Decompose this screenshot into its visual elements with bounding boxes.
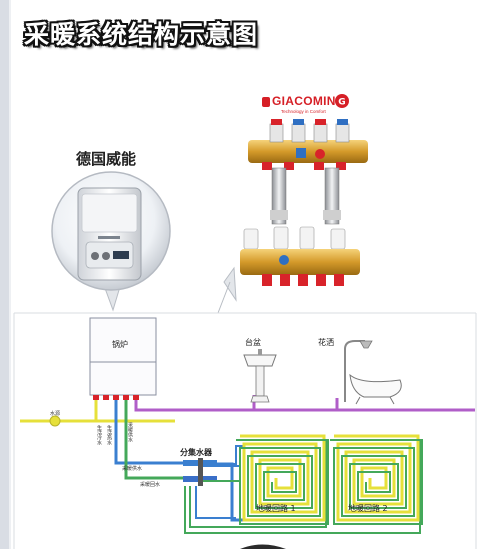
left-edge-strip-highlight	[9, 0, 11, 549]
pipe-label-supply: 采暖供水	[127, 422, 133, 442]
hot-water-pipe	[134, 395, 475, 412]
bottom-edge-shadow	[240, 544, 286, 549]
inlet-label: 水源	[50, 411, 61, 417]
cold-water-pipe	[20, 397, 175, 427]
manifold-label: 分集水器	[180, 448, 212, 457]
svg-text:G: G	[338, 98, 345, 108]
boiler-brand-caption: 德国威能	[76, 150, 137, 168]
boiler-box	[89, 317, 157, 396]
heating-return-label: 采暖回水	[140, 482, 161, 488]
giacomini-logo-mark	[262, 97, 270, 107]
heating-supply-pipe	[114, 396, 244, 522]
floor-loop-2	[330, 434, 423, 525]
manifold-symbol	[183, 458, 240, 486]
basin-label: 台盆	[245, 338, 261, 347]
floor-loop-1	[236, 434, 329, 525]
pipe-label-hot: 生活热水	[106, 425, 112, 445]
left-edge-strip	[0, 0, 9, 549]
basin-icon	[243, 349, 277, 403]
floor-loop-1-label: 地暖回路 1	[256, 504, 296, 513]
manifold-photo	[240, 119, 368, 286]
boiler-outlet-valves	[93, 395, 139, 400]
giacomini-brand-tagline: Technology in Comfort	[281, 109, 326, 114]
boiler-photo	[51, 171, 171, 291]
giacomini-badge-icon: G	[335, 94, 349, 108]
shower-label: 花洒	[318, 338, 334, 347]
pipe-label-cold: 生活冷水	[96, 425, 102, 445]
boiler-label: 锅炉	[112, 340, 128, 349]
floor-loop-2-label: 地暖回路 2	[348, 504, 388, 513]
bathtub-shower-icon	[344, 340, 402, 405]
heating-return-pipe	[124, 396, 421, 534]
manifold-callout-pointer	[217, 266, 237, 314]
heating-supply-label: 采暖供水	[122, 466, 143, 472]
diagram-title: 采暖系统结构示意图	[24, 20, 259, 49]
giacomini-brand-name: GIACOMINI	[272, 94, 340, 108]
